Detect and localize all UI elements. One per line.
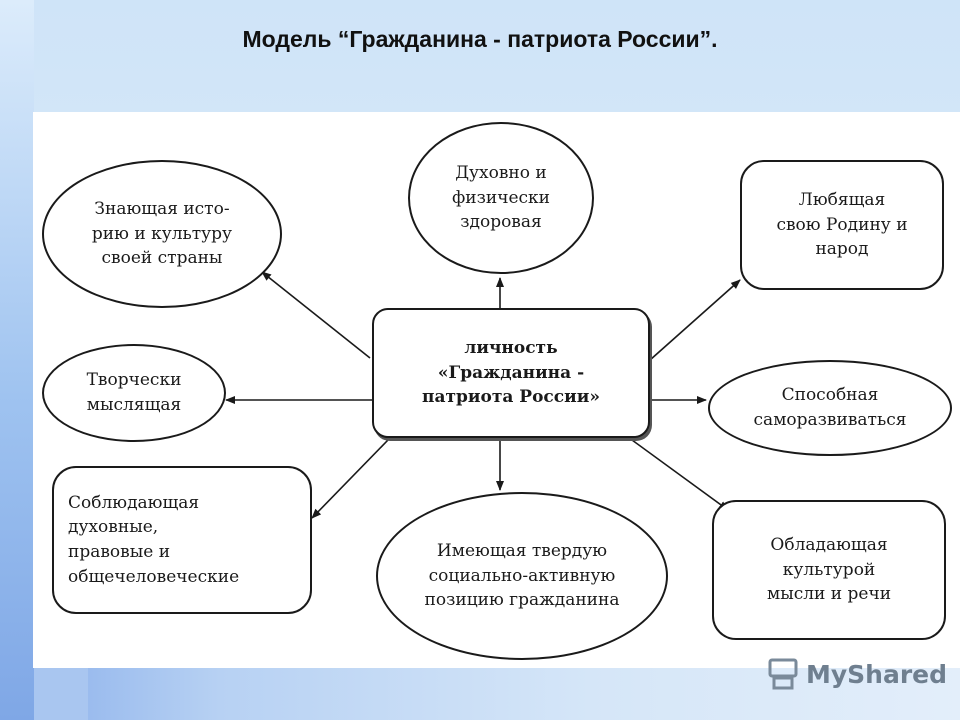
node-middle-left: Творчески мыслящая (42, 344, 226, 442)
node-bottom-left: Соблюдающая духовные, правовые и общечел… (52, 466, 312, 614)
node-top: Духовно и физически здоровая (408, 122, 594, 274)
myshared-watermark: MyShared (766, 656, 947, 692)
left-decor-band (0, 0, 34, 720)
arrow-to-bottom-left (311, 439, 389, 519)
myshared-logo-icon (768, 658, 798, 690)
node-top-left: Знающая исто- рию и культуру своей стран… (42, 160, 282, 308)
node-middle-right: Способная саморазвиваться (708, 360, 952, 456)
bottom-decor-band (34, 668, 960, 720)
arrow-to-bottom-right (631, 439, 729, 511)
bottom-decor-tile (34, 668, 88, 720)
slide-title: Модель “Гражданина - патриота России”. (242, 26, 718, 52)
node-bottom: Имеющая твердую социально-активную позиц… (376, 492, 668, 660)
arrow-to-top-left (261, 271, 371, 359)
node-bottom-right: Обладающая культурой мысли и речи (712, 500, 946, 640)
watermark-text: MyShared (806, 659, 948, 689)
arrow-to-top-right (649, 279, 741, 361)
node-center: личность «Гражданина - патриота России» (372, 308, 650, 438)
node-top-right: Любящая свою Родину и народ (740, 160, 944, 290)
